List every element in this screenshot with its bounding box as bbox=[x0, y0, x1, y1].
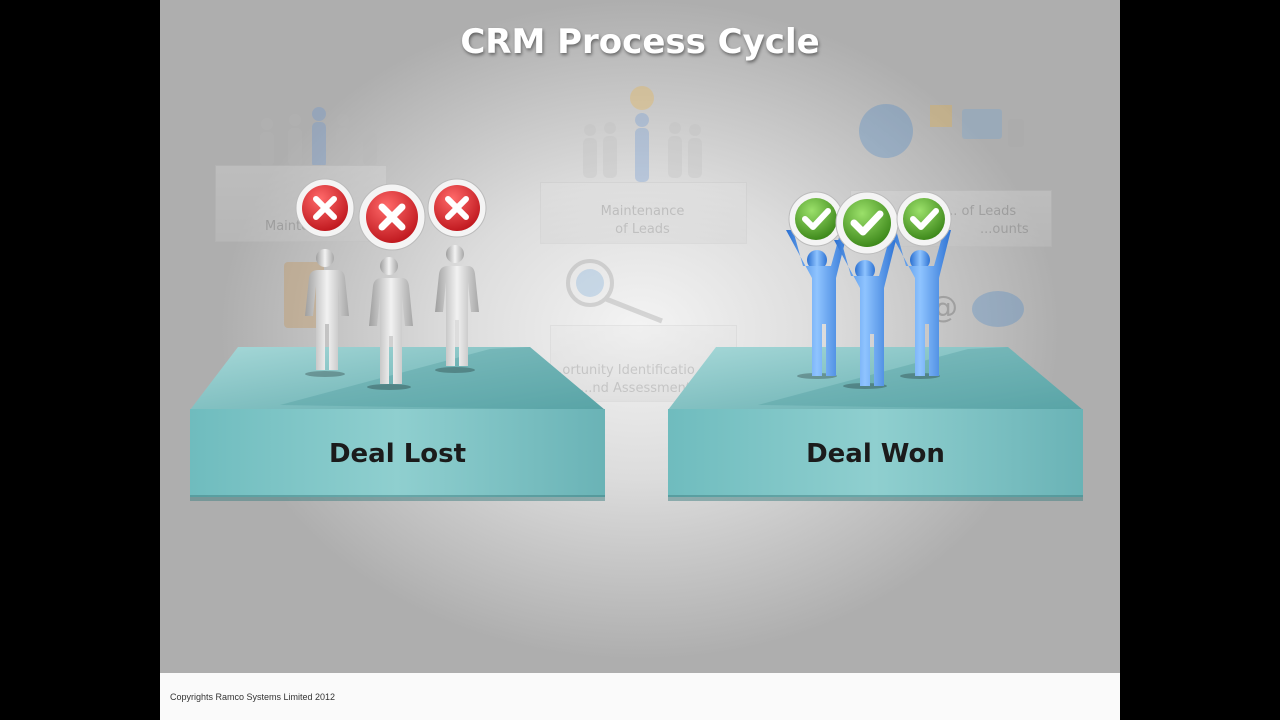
red-x-icon bbox=[426, 177, 488, 239]
ghost-label-3a: ... of Leads bbox=[945, 203, 1016, 221]
ghost-label-2a: Maintenance bbox=[535, 203, 750, 221]
deal-won-label: Deal Won bbox=[668, 439, 1083, 469]
slide-title: CRM Process Cycle bbox=[160, 22, 1120, 62]
ghost-globe-icon bbox=[850, 95, 1050, 175]
ghost-team-icon bbox=[535, 80, 750, 190]
deal-lost-label: Deal Lost bbox=[190, 439, 605, 469]
ghost-magnifier-icon bbox=[550, 255, 735, 335]
footer-bar: Copyrights Ramco Systems Limited 2012 bbox=[160, 673, 1120, 720]
lost-person-3 bbox=[428, 244, 483, 374]
ghost-stage-top-middle: Maintenance of Leads bbox=[535, 80, 750, 245]
ghost-label-2b: of Leads bbox=[535, 221, 750, 239]
green-check-icon bbox=[895, 190, 953, 248]
green-check-icon bbox=[834, 190, 900, 256]
red-x-icon bbox=[294, 177, 356, 239]
red-x-icon bbox=[357, 182, 427, 252]
lost-person-1 bbox=[298, 248, 353, 378]
slide-canvas: CRM Process Cycle Mainte... bbox=[160, 0, 1120, 673]
ghost-label-3b: ...ounts bbox=[980, 221, 1029, 239]
won-person-3 bbox=[885, 228, 955, 380]
lost-person-2 bbox=[362, 256, 417, 391]
copyright-text: Copyrights Ramco Systems Limited 2012 bbox=[170, 692, 335, 702]
